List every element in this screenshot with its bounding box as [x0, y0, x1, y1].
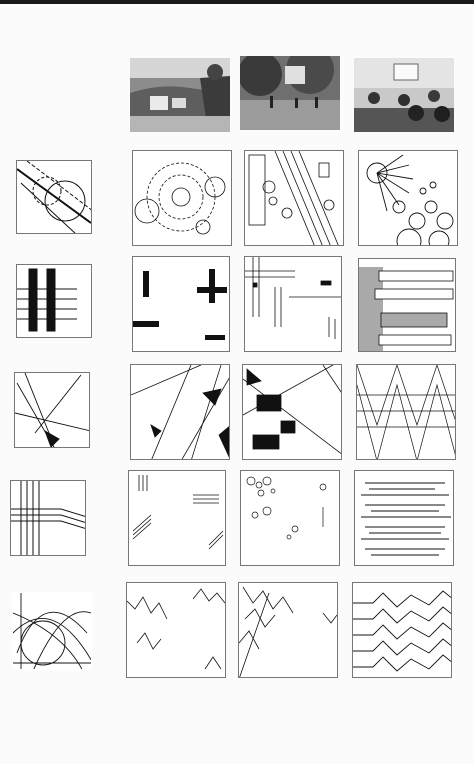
diagram-circles-park — [132, 150, 232, 246]
diagram-rectangles-park — [132, 256, 230, 352]
diagram-lines-park — [128, 470, 226, 566]
diagram-triangles-plaza — [242, 364, 342, 460]
diagram-circles-plaza — [244, 150, 344, 246]
diagram-triangles-classroom — [356, 364, 456, 460]
photo-park-steps — [130, 58, 230, 132]
diagram-circles-classroom — [358, 150, 458, 246]
diagram-zigzag-plaza — [238, 582, 338, 678]
diagram-zigzag-concept — [12, 592, 92, 670]
diagram-rectangles-plaza — [244, 256, 342, 352]
diagram-triangles-park — [130, 364, 230, 460]
diagram-rectangles-concept — [16, 264, 92, 338]
photo-classroom — [354, 58, 454, 132]
diagram-lines-classroom — [354, 470, 454, 566]
diagram-zigzag-classroom — [352, 582, 452, 678]
diagram-lines-concept — [10, 480, 86, 556]
diagram-lines-plaza — [240, 470, 340, 566]
photo-trees-plaza — [240, 56, 340, 130]
diagram-circles-concept — [16, 160, 92, 234]
diagram-rectangles-classroom — [358, 258, 456, 352]
diagram-zigzag-park — [126, 582, 226, 678]
diagram-triangles-concept — [14, 372, 90, 448]
